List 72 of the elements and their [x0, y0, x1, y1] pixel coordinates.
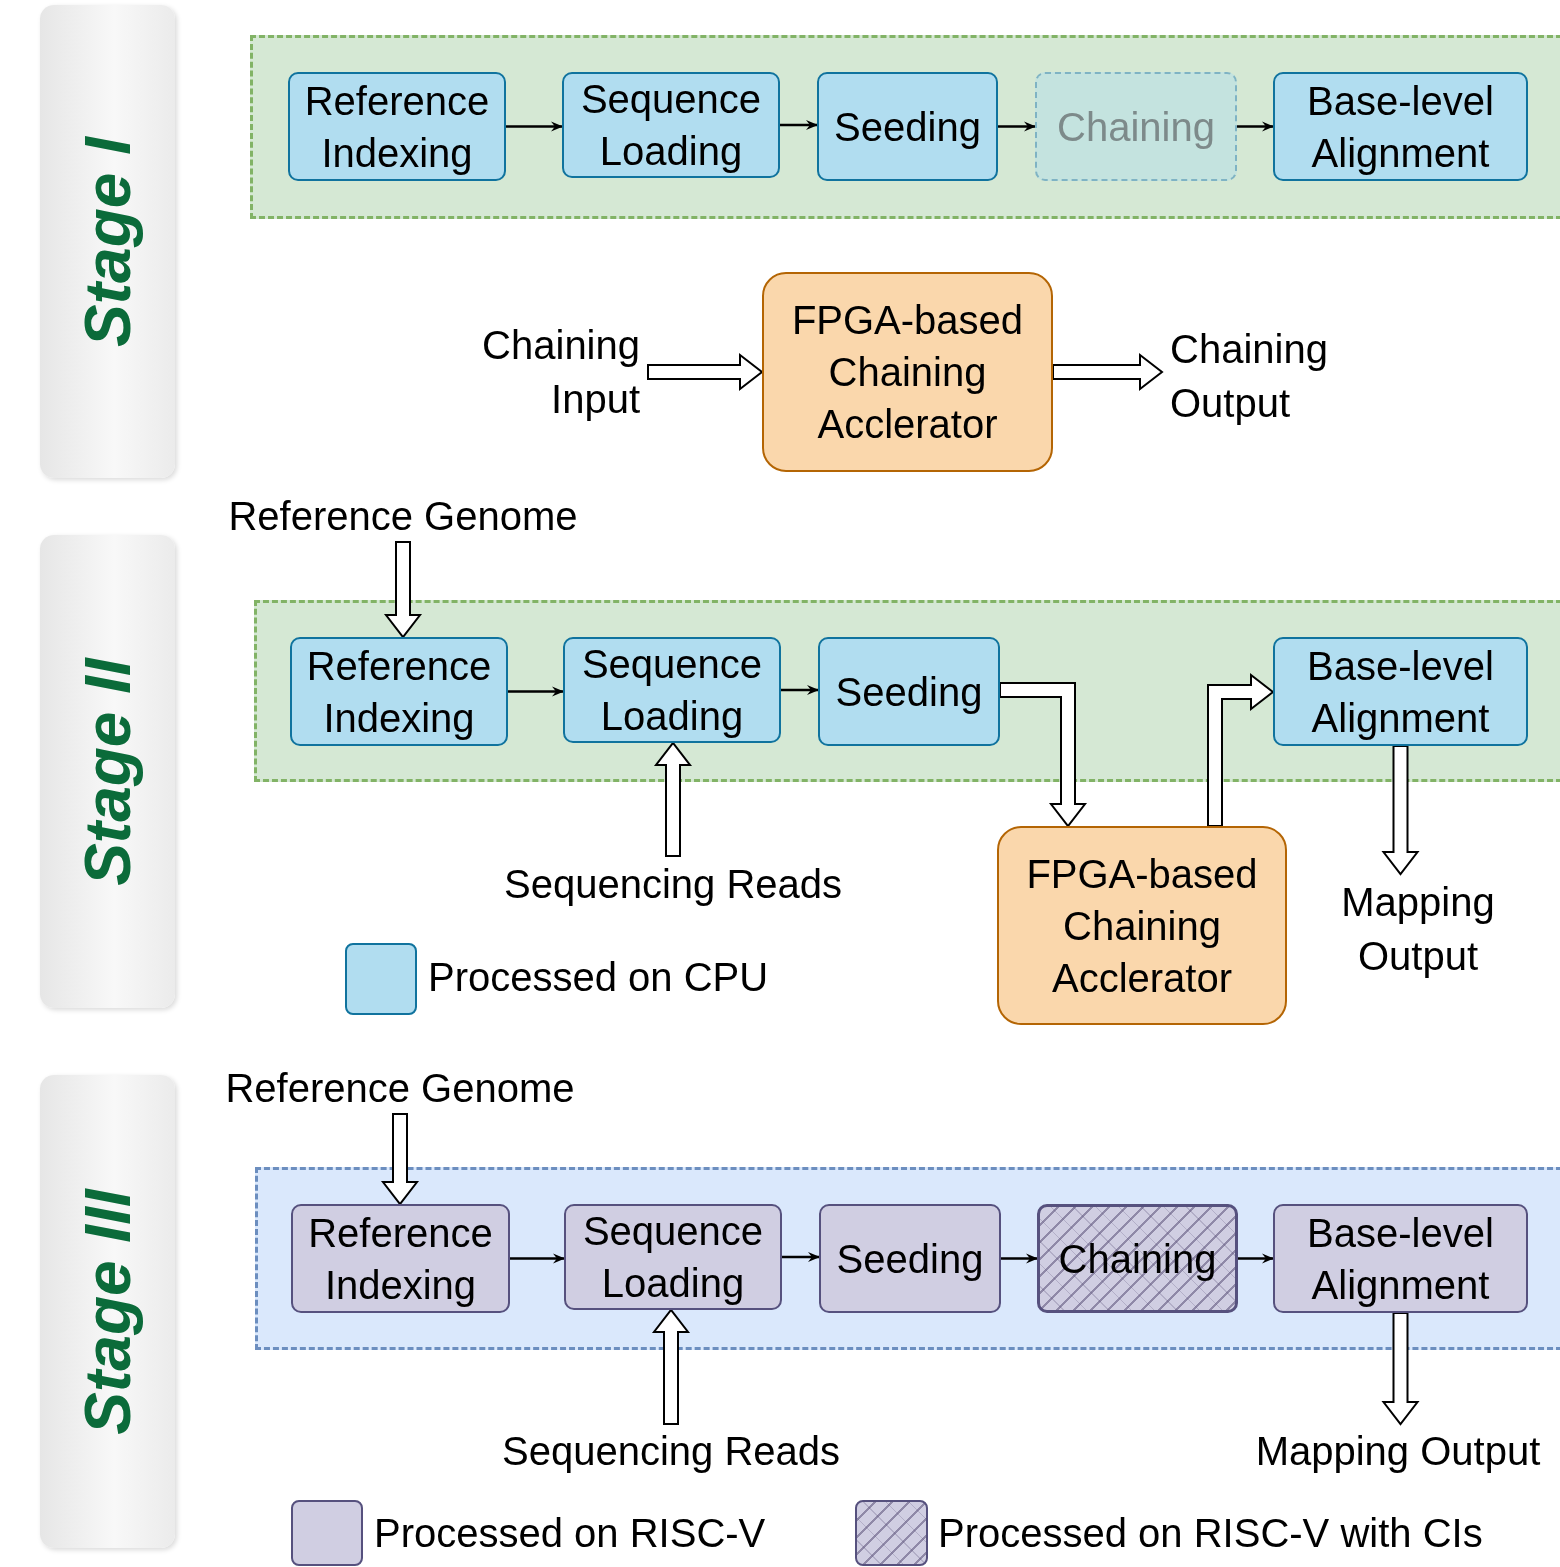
- stage-banner: [40, 1075, 175, 1548]
- box-label: Seeding: [836, 1235, 984, 1283]
- dashed-group-box: [250, 35, 1560, 219]
- arrow: [506, 121, 563, 132]
- block-arrow: [1052, 352, 1164, 392]
- accelerator-box: [997, 826, 1287, 1025]
- box-label: Reference Indexing: [307, 1209, 494, 1309]
- box-label: Reference Indexing: [305, 642, 493, 742]
- block-arrow: [1381, 1312, 1420, 1426]
- box-label: Seeding: [834, 103, 981, 151]
- box-label: Chaining: [1058, 1235, 1217, 1283]
- arrow: [782, 1252, 820, 1262]
- process-box: [818, 637, 1000, 746]
- block-arrow: [647, 352, 764, 392]
- process-box: [819, 1204, 1001, 1313]
- block-arrow: [653, 741, 693, 857]
- process-box: [1273, 1204, 1528, 1313]
- stage-label: Stage II: [70, 657, 145, 886]
- process-box: [1273, 72, 1528, 181]
- dashed-group-box: [254, 600, 1560, 782]
- process-box: [817, 72, 998, 181]
- arrow: [780, 120, 818, 130]
- flow-text: Chaining Output: [1170, 326, 1329, 427]
- stage-banner: [40, 5, 175, 478]
- arrow: [1001, 1253, 1038, 1264]
- flow-text: Sequencing Reads: [501, 1428, 841, 1475]
- stage-banner: [40, 535, 175, 1008]
- dashed-group-box: [255, 1167, 1560, 1350]
- box-label: FPGA-based Chaining Acclerator: [1025, 850, 1259, 1002]
- process-box: [1273, 637, 1528, 746]
- flow-text: Mapping Output: [1340, 879, 1496, 980]
- legend-text: Processed on RISC-V: [374, 1510, 766, 1557]
- flow-text: Reference Genome: [227, 493, 579, 540]
- block-arrow: [383, 541, 423, 639]
- stage-label: Stage I: [70, 136, 145, 347]
- block-arrow: [1207, 672, 1275, 827]
- block-arrow: [651, 1308, 691, 1425]
- stage-label: Stage III: [70, 1188, 145, 1435]
- arrow: [781, 685, 819, 695]
- box-label: Reference Indexing: [303, 77, 491, 177]
- process-box: [562, 72, 780, 178]
- block-arrow: [380, 1113, 420, 1206]
- box-label: Base-level Alignment: [1306, 1209, 1495, 1309]
- block-arrow: [1381, 745, 1420, 876]
- legend-text: Processed on RISC-V with CIs: [938, 1510, 1483, 1557]
- process-box: [288, 72, 506, 181]
- box-label: Sequence Loading: [580, 641, 764, 740]
- flow-text: Chaining Input: [481, 322, 640, 423]
- flow-text: Reference Genome: [224, 1065, 576, 1112]
- box-label: Base-level Alignment: [1306, 642, 1495, 742]
- accelerator-box: [762, 272, 1053, 472]
- box-label: FPGA-based Chaining Acclerator: [790, 297, 1025, 448]
- flow-text: Mapping Output: [1254, 1428, 1542, 1475]
- process-box: [1035, 72, 1237, 181]
- box-label: Chaining: [1057, 103, 1215, 151]
- arrow: [508, 686, 564, 697]
- process-box: [1037, 1204, 1238, 1313]
- process-box: [290, 637, 508, 746]
- legend-text: Processed on CPU: [428, 954, 769, 1001]
- box-label: Seeding: [835, 668, 983, 716]
- box-label: Sequence Loading: [581, 1208, 765, 1307]
- flow-text: Sequencing Reads: [503, 861, 843, 908]
- process-box: [564, 1204, 782, 1310]
- process-box: [291, 1204, 510, 1313]
- block-arrow: [999, 682, 1088, 828]
- arrow: [1238, 1253, 1274, 1264]
- arrow: [510, 1253, 565, 1264]
- box-label: Sequence Loading: [579, 76, 763, 175]
- arrow: [1237, 121, 1274, 132]
- process-box: [563, 637, 781, 743]
- box-label: Base-level Alignment: [1306, 77, 1495, 177]
- arrow: [998, 121, 1036, 132]
